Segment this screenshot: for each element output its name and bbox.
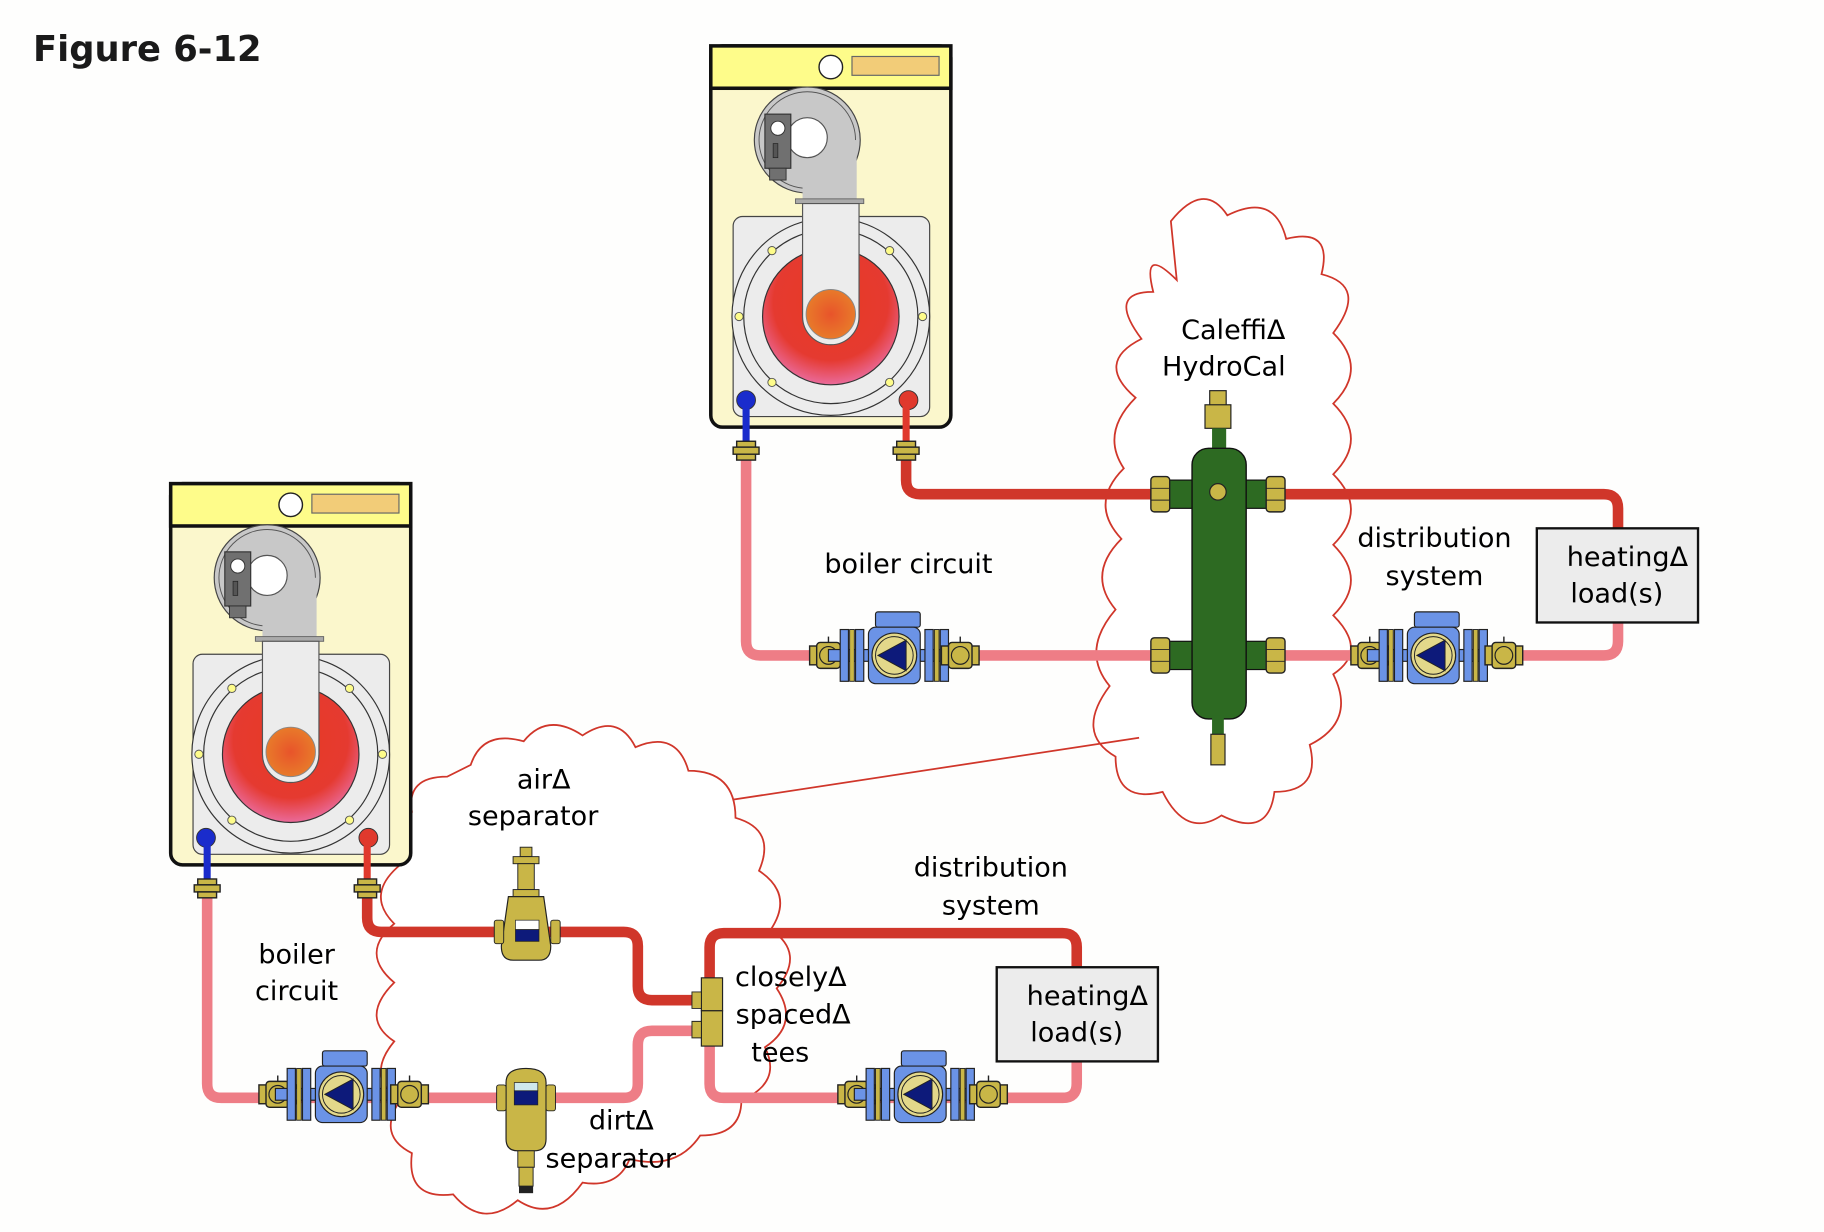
top-dist-supply-pipe xyxy=(1276,488,1624,530)
bottom-boiler-hot-stub xyxy=(363,837,371,885)
top-heating-load-box xyxy=(1535,527,1700,624)
bottom-dist-valve-right xyxy=(968,1074,1009,1108)
bottom-dist-supply-pipe xyxy=(704,927,1083,983)
top-boiler xyxy=(709,44,953,429)
top-load-label-line1: heatingΔ xyxy=(1567,542,1689,573)
top-boiler-supply-union xyxy=(892,440,920,461)
bottom-system: airΔ separator dirtΔ separator closelyΔ … xyxy=(168,481,1160,1215)
top-dist-return-pipe xyxy=(1276,621,1624,661)
bottom-boiler-circuit-label-line1: boiler xyxy=(258,940,335,971)
dirt-separator-label-line2: separator xyxy=(546,1143,677,1174)
top-boiler-return-pipe xyxy=(740,458,1165,661)
bottom-distribution-label-line1: distribution xyxy=(914,853,1068,884)
top-distribution-label-line1: distribution xyxy=(1357,523,1511,554)
tees-label-line1: closelyΔ xyxy=(735,962,847,993)
top-boiler-cold-stub xyxy=(742,400,750,448)
bottom-boiler-supply-pipe xyxy=(361,894,707,1006)
bottom-boiler-cold-stub xyxy=(203,837,211,885)
figure-title: Figure 6-12 xyxy=(33,29,262,70)
bottom-boiler-return-pipe xyxy=(201,894,707,1104)
bottom-boiler-return-union xyxy=(193,878,221,899)
bottom-boiler xyxy=(168,481,413,867)
top-system: CaleffiΔ HydroCal boiler circuit distrib… xyxy=(709,44,1700,825)
bottom-heating-load-box xyxy=(995,966,1160,1063)
tees-label-line2: spacedΔ xyxy=(736,1000,852,1031)
bottom-dist-circulator xyxy=(853,1050,987,1124)
dirt-separator xyxy=(496,1067,556,1194)
top-distribution-label-line2: system xyxy=(1386,561,1484,592)
bottom-load-label-line2: load(s) xyxy=(1030,1017,1123,1048)
hydrocal-separator xyxy=(1150,390,1286,766)
hydrocal-callout-leader xyxy=(729,736,1140,802)
dirt-separator-label-line1: dirtΔ xyxy=(589,1106,654,1137)
top-load-label-line2: load(s) xyxy=(1570,578,1663,609)
hydrocal-label-line2: HydroCal xyxy=(1162,351,1286,382)
top-boiler-hot-stub xyxy=(902,400,910,448)
top-boiler-circuit-label: boiler circuit xyxy=(824,549,992,580)
air-separator-label-line1: airΔ xyxy=(517,764,571,795)
top-boiler-supply-pipe xyxy=(900,458,1165,500)
top-boiler-return-union xyxy=(732,440,760,461)
top-dist-valve-right xyxy=(1484,635,1524,670)
tees-label-line3: tees xyxy=(751,1037,809,1068)
bottom-boiler-circuit-label-line2: circuit xyxy=(255,976,338,1007)
top-boiler-circulator xyxy=(827,611,961,685)
bottom-load-label-line1: heatingΔ xyxy=(1027,981,1149,1012)
air-separator xyxy=(493,846,561,961)
separators-callout-cloud xyxy=(375,724,791,1215)
air-separator-label-line2: separator xyxy=(468,801,599,832)
bottom-boiler-supply-union xyxy=(353,878,381,899)
closely-spaced-tees xyxy=(691,977,724,1047)
hydrocal-label-line1: CaleffiΔ xyxy=(1181,315,1286,346)
top-dist-circulator xyxy=(1366,611,1500,685)
bottom-distribution-label-line2: system xyxy=(942,890,1040,921)
